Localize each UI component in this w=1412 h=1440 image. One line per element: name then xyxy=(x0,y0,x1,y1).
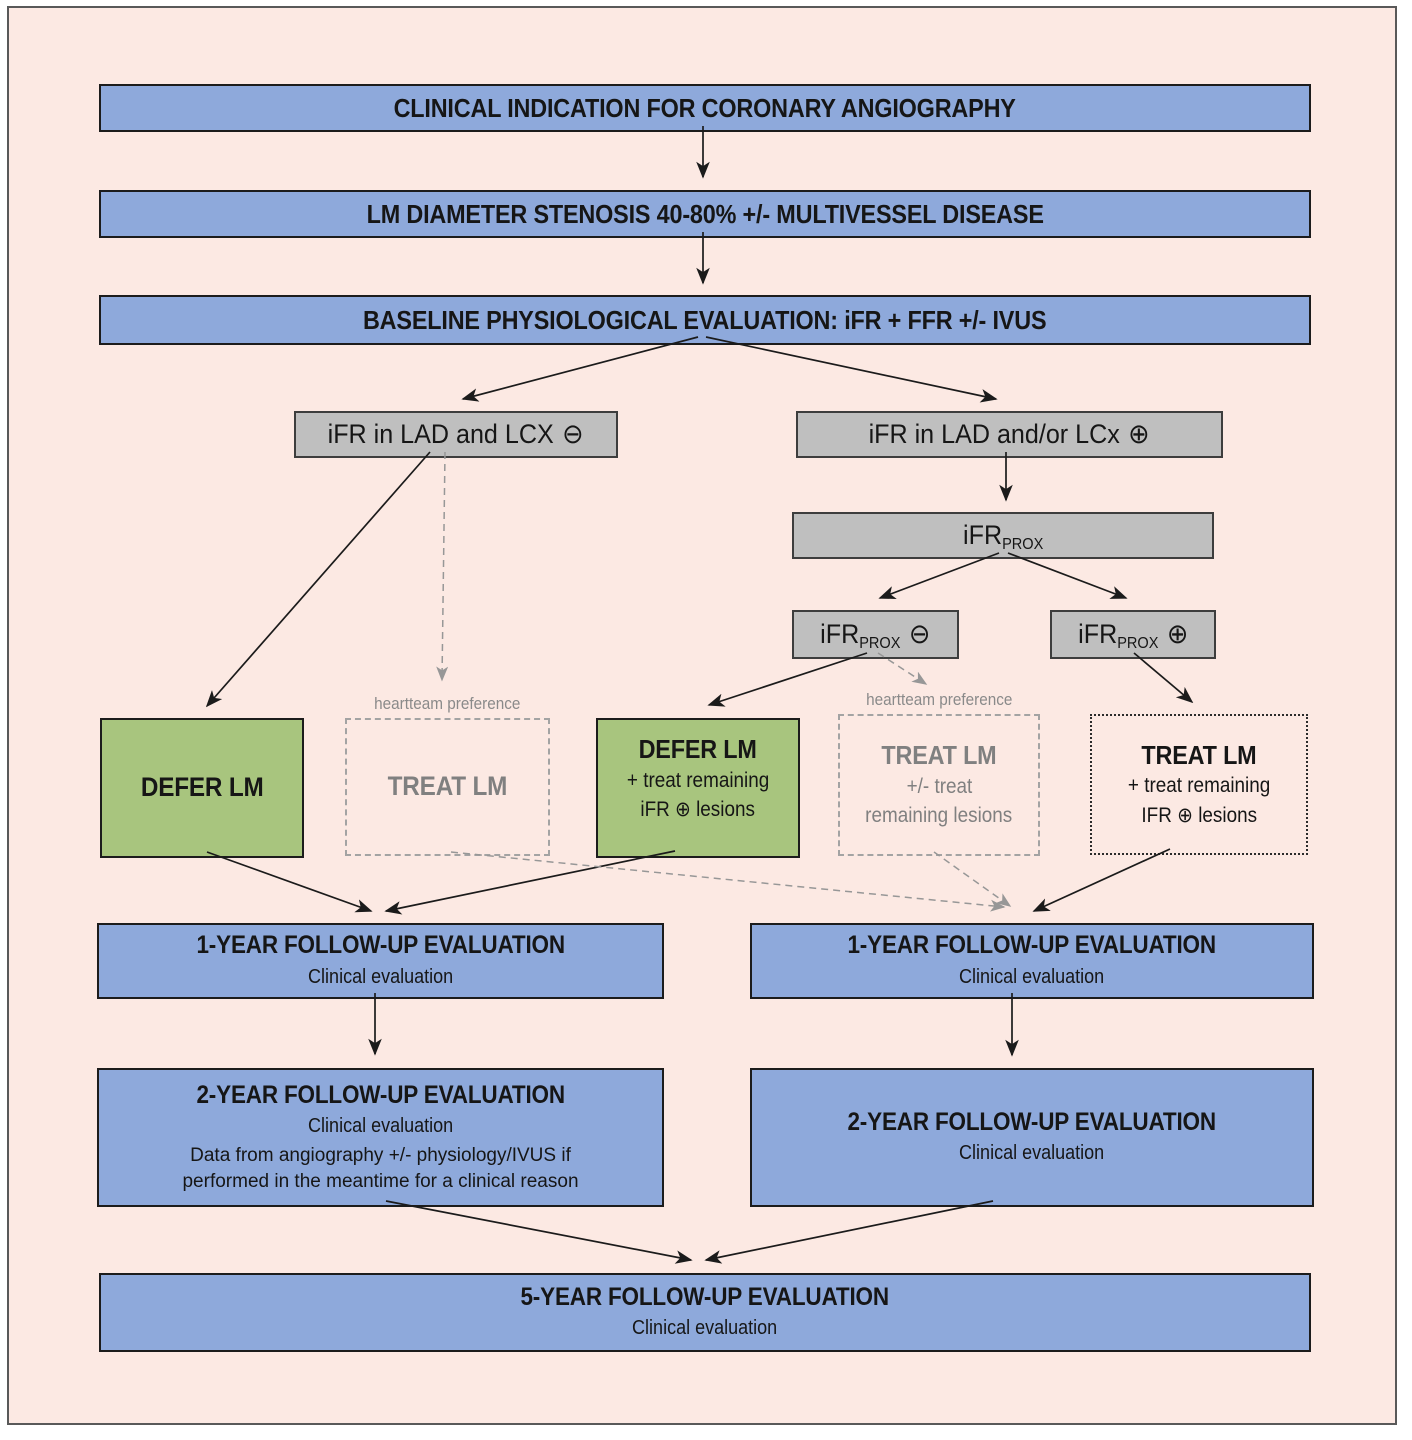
followup-1year-left-title: 1-YEAR FOLLOW-UP EVALUATION xyxy=(196,931,565,960)
outcome-defer-lm-treat-rest-title: DEFER LM xyxy=(638,734,758,764)
decision-ifr-prox-label: iFR xyxy=(962,519,1002,550)
followup-1year-left-subtitle: Clinical evaluation xyxy=(307,965,454,988)
decision-ifr-lad-lcx-negative: iFR in LAD and LCX⊖ xyxy=(294,411,618,458)
followup-1year-right-subtitle: Clinical evaluation xyxy=(959,965,1105,988)
circled-minus-icon: ⊖ xyxy=(909,618,931,651)
heartteam-preference-label: heartteam preference xyxy=(865,690,1013,709)
outcome-defer-lm: DEFER LM xyxy=(100,718,304,858)
followup-2year-right-title: 2-YEAR FOLLOW-UP EVALUATION xyxy=(847,1107,1217,1136)
followup-2year-right-subtitle: Clinical evaluation xyxy=(959,1142,1105,1165)
outcome-treat-lm-mid-title: TREAT LM xyxy=(881,740,997,771)
followup-2year-left-detail: Data from angiography +/- physiology/IVU… xyxy=(182,1145,579,1193)
decision-ifr-prox-positive: iFRPROX ⊕ xyxy=(1050,610,1216,659)
outcome-treat-lm-left-label: TREAT LM xyxy=(387,771,508,802)
step-baseline-evaluation: BASELINE PHYSIOLOGICAL EVALUATION: iFR +… xyxy=(99,295,1311,345)
followup-5year-subtitle: Clinical evaluation xyxy=(632,1317,778,1340)
outcome-treat-lm-treat-rest-title: TREAT LM xyxy=(1141,739,1257,770)
outcome-defer-lm-treat-rest: DEFER LM + treat remaining iFR ⊕ lesions xyxy=(596,718,800,858)
outcome-treat-lm-treat-rest-line3: IFR ⊕ lesions xyxy=(1141,803,1257,827)
outcome-defer-lm-label: DEFER LM xyxy=(140,772,264,803)
followup-1year-left: 1-YEAR FOLLOW-UP EVALUATION Clinical eva… xyxy=(97,923,664,999)
followup-1year-right: 1-YEAR FOLLOW-UP EVALUATION Clinical eva… xyxy=(750,923,1314,999)
step-lm-stenosis-label: LM DIAMETER STENOSIS 40-80% +/- MULTIVES… xyxy=(366,198,1044,229)
decision-ifr-prox-positive-label: iFR xyxy=(1077,619,1117,650)
circled-plus-icon: ⊕ xyxy=(1166,618,1189,651)
decision-ifr-prox: iFRPROX xyxy=(792,512,1214,559)
decision-ifr-lad-lcx-positive: iFR in LAD and/or LCx⊕ xyxy=(796,411,1223,458)
followup-1year-right-title: 1-YEAR FOLLOW-UP EVALUATION xyxy=(847,931,1217,960)
outcome-treat-lm-mid-line2: +/- treat xyxy=(906,774,972,798)
outcome-treat-lm-preference-left: TREAT LM xyxy=(345,718,550,856)
decision-ifr-prox-subscript: PROX xyxy=(1001,535,1044,553)
outcome-treat-lm-preference-mid: TREAT LM +/- treat remaining lesions xyxy=(838,714,1040,856)
outcome-defer-lm-treat-rest-line3: iFR ⊕ lesions xyxy=(640,797,756,821)
outcome-treat-lm-mid-line3: remaining lesions xyxy=(865,804,1013,828)
decision-ifr-prox-negative: iFRPROX ⊖ xyxy=(792,610,959,659)
circled-plus-icon: ⊕ xyxy=(1128,418,1151,451)
followup-2year-right: 2-YEAR FOLLOW-UP EVALUATION Clinical eva… xyxy=(750,1068,1314,1207)
followup-2year-left: 2-YEAR FOLLOW-UP EVALUATION Clinical eva… xyxy=(97,1068,664,1207)
followup-5year: 5-YEAR FOLLOW-UP EVALUATION Clinical eva… xyxy=(99,1273,1311,1352)
decision-ifr-prox-negative-subscript: PROX xyxy=(859,635,901,653)
step-baseline-evaluation-label: BASELINE PHYSIOLOGICAL EVALUATION: iFR +… xyxy=(363,304,1047,335)
step-clinical-indication-label: CLINICAL INDICATION FOR CORONARY ANGIOGR… xyxy=(393,92,1017,123)
followup-2year-left-title: 2-YEAR FOLLOW-UP EVALUATION xyxy=(196,1081,565,1110)
decision-ifr-lad-lcx-negative-label: iFR in LAD and LCX xyxy=(328,419,555,450)
decision-ifr-lad-lcx-positive-label: iFR in LAD and/or LCx xyxy=(868,419,1121,450)
outcome-treat-lm-treat-rest-line2: + treat remaining xyxy=(1127,774,1271,798)
decision-ifr-prox-negative-label: iFR xyxy=(820,619,860,650)
outcome-treat-lm-treat-rest: TREAT LM + treat remaining IFR ⊕ lesions xyxy=(1090,714,1308,855)
followup-5year-title: 5-YEAR FOLLOW-UP EVALUATION xyxy=(520,1282,890,1311)
step-clinical-indication: CLINICAL INDICATION FOR CORONARY ANGIOGR… xyxy=(99,84,1311,132)
outcome-defer-lm-treat-rest-line2: + treat remaining xyxy=(626,768,770,792)
followup-2year-left-subtitle: Clinical evaluation xyxy=(307,1115,454,1138)
circled-minus-icon: ⊖ xyxy=(562,418,584,451)
heartteam-preference-label: heartteam preference xyxy=(374,694,521,713)
flowchart-canvas: CLINICAL INDICATION FOR CORONARY ANGIOGR… xyxy=(7,6,1397,1425)
step-lm-stenosis: LM DIAMETER STENOSIS 40-80% +/- MULTIVES… xyxy=(99,190,1311,238)
decision-ifr-prox-positive-subscript: PROX xyxy=(1116,635,1159,653)
